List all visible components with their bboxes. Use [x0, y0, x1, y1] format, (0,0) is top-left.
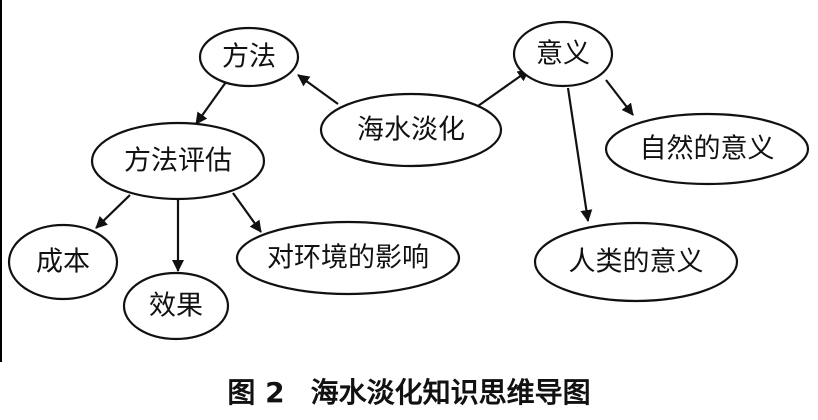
- node-significance: 意义: [512, 20, 614, 88]
- edge-center-to-method: [297, 74, 339, 105]
- mind-map: 方法 意义 海水淡化 方法评估 自然的意义 成本 对环境的影响 人类的意义 效果: [7, 20, 810, 341]
- node-cost-shape: [7, 223, 119, 301]
- node-human-significance: 人类的意义: [533, 221, 739, 303]
- node-significance-shape: [512, 20, 614, 88]
- diagram-frame: [0, 0, 2, 362]
- node-env-impact-shape: [235, 220, 461, 296]
- edge-method-eval-to-cost: [95, 194, 131, 229]
- node-natural-significance-label: 自然的意义: [640, 134, 775, 165]
- node-method-eval: 方法评估: [90, 121, 266, 201]
- edge-center-to-significance: [477, 69, 530, 107]
- node-method-label: 方法: [222, 42, 276, 73]
- edge-method-to-method-eval: [195, 81, 227, 125]
- edge-significance-to-natural: [605, 79, 634, 116]
- figure-number: 图 2: [227, 376, 285, 409]
- node-effect-shape: [122, 271, 230, 341]
- node-significance-label: 意义: [536, 39, 590, 70]
- node-cost-label: 成本: [36, 247, 90, 278]
- node-center-label: 海水淡化: [357, 115, 465, 146]
- node-human-significance-label: 人类的意义: [569, 247, 704, 278]
- node-method-shape: [198, 26, 300, 88]
- node-env-impact-label: 对环境的影响: [267, 243, 429, 274]
- edge-significance-to-human: [566, 87, 593, 222]
- node-env-impact: 对环境的影响: [235, 220, 461, 296]
- node-center: 海水淡化: [319, 92, 503, 168]
- node-effect-label: 效果: [149, 291, 203, 322]
- figure-caption: 图 2 海水淡化知识思维导图: [0, 364, 818, 418]
- node-cost: 成本: [7, 223, 119, 301]
- node-natural-significance: 自然的意义: [604, 112, 810, 186]
- node-natural-significance-shape: [604, 112, 810, 186]
- node-human-significance-shape: [533, 221, 739, 303]
- edges: [95, 69, 634, 272]
- figure-title: 海水淡化知识思维导图: [310, 376, 591, 409]
- node-effect: 效果: [122, 271, 230, 341]
- node-method-eval-shape: [90, 121, 266, 201]
- node-method-eval-label: 方法评估: [124, 146, 232, 177]
- edge-method-eval-to-env-impact: [232, 192, 262, 233]
- node-method: 方法: [198, 26, 300, 88]
- node-center-shape: [319, 92, 503, 168]
